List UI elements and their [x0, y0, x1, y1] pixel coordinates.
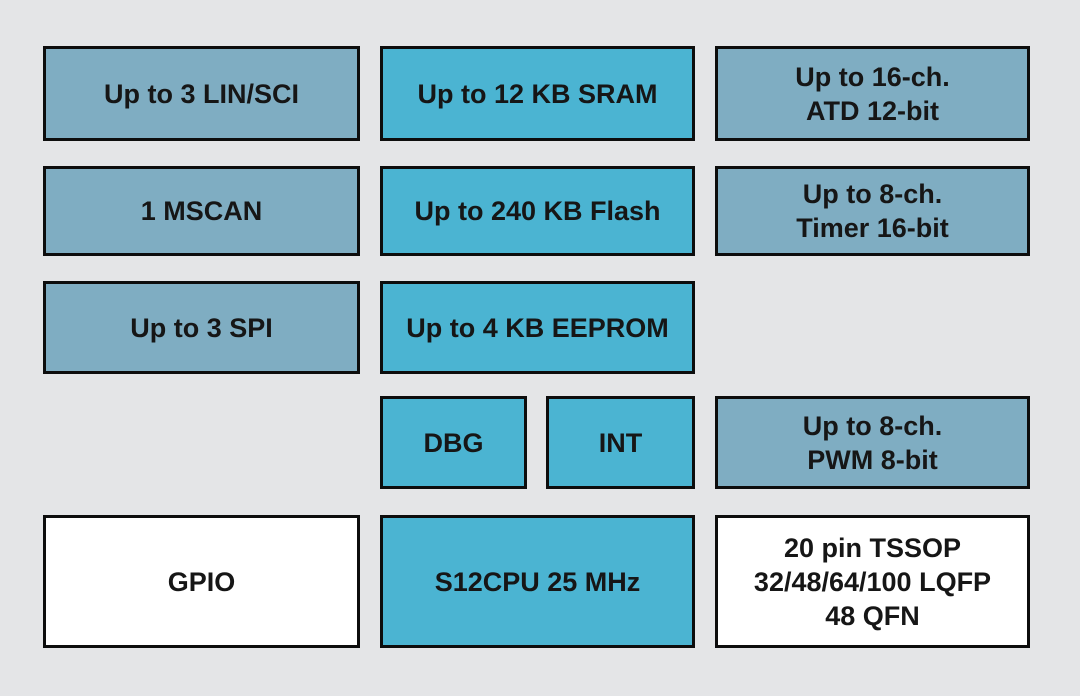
block-timer: Up to 8-ch. Timer 16-bit [715, 166, 1030, 256]
block-sram-label: Up to 12 KB SRAM [417, 78, 658, 109]
block-flash: Up to 240 KB Flash [380, 166, 695, 256]
block-timer-label: Up to 8-ch. Timer 16-bit [796, 179, 949, 243]
block-mscan: 1 MSCAN [43, 166, 360, 256]
block-flash-label: Up to 240 KB Flash [414, 196, 661, 226]
block-spi: Up to 3 SPI [43, 281, 360, 374]
block-spi-label: Up to 3 SPI [130, 312, 273, 343]
block-cpu: S12CPU 25 MHz [380, 515, 695, 648]
block-package-options: 20 pin TSSOP 32/48/64/100 LQFP 48 QFN [715, 515, 1030, 648]
block-int: INT [546, 396, 695, 489]
block-eeprom-label: Up to 4 KB EEPROM [406, 312, 669, 343]
block-atd-label: Up to 16-ch. ATD 12-bit [795, 61, 950, 126]
block-eeprom: Up to 4 KB EEPROM [380, 281, 695, 374]
block-mscan-label: 1 MSCAN [140, 196, 263, 226]
block-atd: Up to 16-ch. ATD 12-bit [715, 46, 1030, 141]
block-dbg: DBG [380, 396, 527, 489]
block-cpu-label: S12CPU 25 MHz [434, 566, 641, 597]
block-pwm-label: Up to 8-ch. PWM 8-bit [802, 410, 943, 475]
block-sram: Up to 12 KB SRAM [380, 46, 695, 141]
block-dbg-label: DBG [423, 427, 484, 458]
block-pwm: Up to 8-ch. PWM 8-bit [715, 396, 1030, 489]
block-lin-sci: Up to 3 LIN/SCI [43, 46, 360, 141]
block-gpio: GPIO [43, 515, 360, 648]
block-int-label: INT [598, 427, 643, 458]
block-lin-sci-label: Up to 3 LIN/SCI [104, 78, 299, 109]
block-gpio-label: GPIO [167, 566, 236, 597]
block-package-options-label: 20 pin TSSOP 32/48/64/100 LQFP 48 QFN [753, 532, 992, 631]
